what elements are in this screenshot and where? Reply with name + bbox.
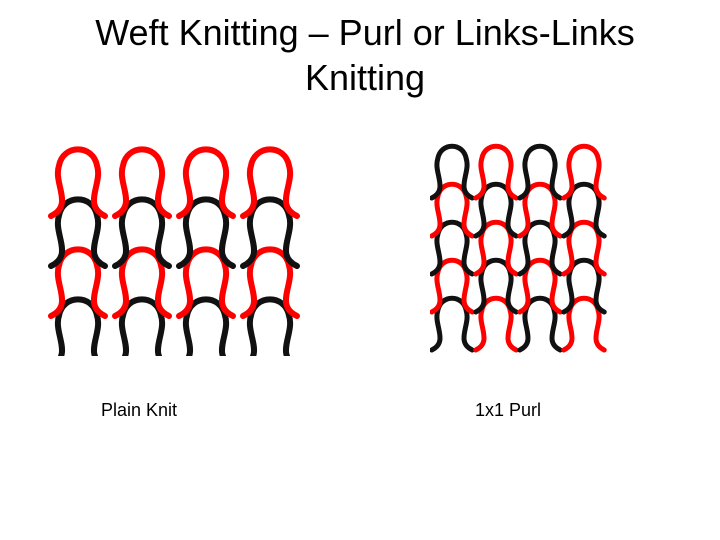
plain-knit-loop [240,196,300,269]
purl-1x1-caption: 1x1 Purl [475,400,542,420]
purl-knit-loop [561,181,607,239]
purl-knit-loop [473,257,519,315]
plain-knit-loop [118,296,166,356]
plain-knit-diagram [48,146,300,356]
purl-1x1-diagram [430,143,607,353]
purl-knit-loop [473,219,519,277]
purl-knit-loop [517,295,563,353]
slide-title: Weft Knitting – Purl or Links-Links Knit… [95,12,635,98]
purl-knit-loop [430,257,475,315]
plain-knit-loop [112,246,172,319]
purl-knit-loop [517,219,563,277]
plain-knit-loop [240,246,300,319]
plain-knit-loop [112,146,172,219]
plain-knit-loop [176,196,236,269]
plain-knit-loop [176,246,236,319]
purl-knit-loop [473,181,519,239]
plain-knit-loop [246,296,294,356]
plain-knit-loop [48,246,108,319]
purl-knit-loop [430,143,475,201]
plain-knit-loop [54,296,102,356]
plain-knit-caption: Plain Knit [101,400,178,420]
purl-knit-loop [561,295,607,353]
plain-knit-loop [112,196,172,269]
purl-knit-loop [561,257,607,315]
purl-knit-loop [430,181,475,239]
plain-knit-loop [240,146,300,219]
purl-knit-loop [561,143,607,201]
purl-knit-loop [517,143,563,201]
purl-knit-loop [430,219,475,277]
plain-knit-loop [48,146,108,219]
plain-knit-loop [48,196,108,269]
purl-knit-loop [473,143,519,201]
purl-knit-loop [517,181,563,239]
purl-knit-loop [473,295,519,353]
purl-knit-loop [430,295,475,353]
plain-knit-loop [176,146,236,219]
plain-knit-loop [182,296,230,356]
purl-knit-loop [561,219,607,277]
purl-knit-loop [517,257,563,315]
